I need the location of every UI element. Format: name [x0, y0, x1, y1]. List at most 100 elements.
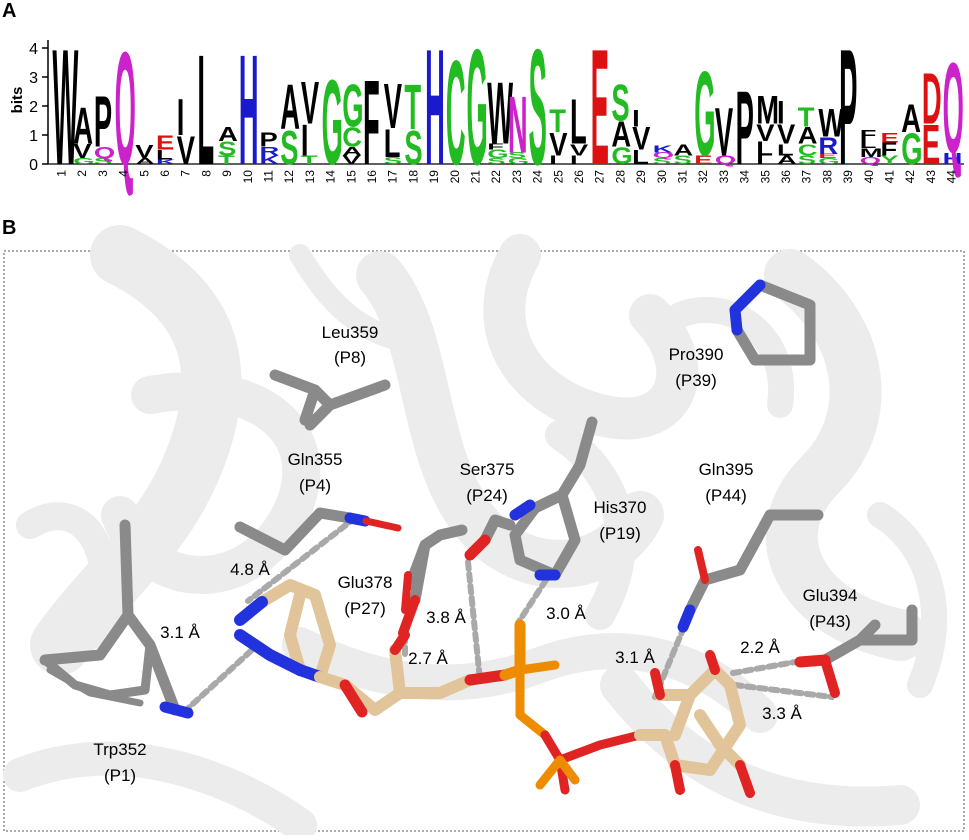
logo-letter: S — [94, 157, 112, 166]
logo-letter: I — [301, 116, 309, 165]
logo-letter: H — [425, 16, 445, 200]
panel-a-letter: A — [2, 0, 17, 22]
logo-letter: V — [301, 69, 319, 136]
x-tick-label: 6 — [158, 170, 172, 177]
x-tick-label: 37 — [800, 170, 814, 184]
logo-letter: A — [611, 114, 631, 155]
logo-letter: I — [777, 95, 785, 131]
logo-letter: T — [218, 154, 235, 167]
logo-letter: V — [632, 121, 650, 157]
x-tick-label: 22 — [489, 170, 503, 184]
x-tick-label: 39 — [841, 170, 855, 184]
logo-letter: P — [94, 80, 112, 162]
logo-letter: V — [570, 141, 588, 159]
label-gln395-pos: (P44) — [705, 486, 747, 505]
logo-letter: A — [218, 123, 238, 146]
logo-letter: G — [342, 72, 363, 139]
x-tick-label: 14 — [324, 170, 338, 184]
hbond-glu394-sugar-b — [732, 682, 835, 700]
logo-letter: L — [197, 22, 214, 198]
logo-letter: V — [177, 129, 195, 173]
x-tick-label: 35 — [758, 170, 772, 184]
x-tick-label: 25 — [551, 170, 565, 184]
distance-labels: 4.8 Å 3.1 Å 3.8 Å 2.7 Å 3.0 Å 3.1 Å 2.2 … — [160, 560, 802, 723]
logo-letter: C — [798, 141, 818, 159]
x-tick-label: 5 — [137, 170, 151, 177]
logo-letter: M — [756, 88, 779, 132]
logo-letter: Q — [860, 155, 881, 166]
x-tick-label: 20 — [448, 170, 462, 184]
logo-letter: E — [922, 114, 940, 176]
x-tick-label: 13 — [303, 170, 317, 184]
logo-letter: Q — [94, 144, 115, 162]
distance-label-3-1-right: 3.1 Å — [615, 648, 655, 667]
x-tick-label: 43 — [924, 170, 938, 184]
hbond-ser375-phosphate — [465, 559, 483, 683]
x-tick-label: 17 — [386, 170, 400, 184]
x-tick-label: 26 — [572, 170, 586, 184]
y-tick-label: 4 — [29, 41, 38, 58]
logo-letter: G — [508, 157, 529, 166]
logo-letter: Y — [881, 154, 899, 167]
residue-leu359-sticks — [269, 369, 391, 431]
logo-letter: I — [756, 154, 764, 167]
label-ser375-name: Ser375 — [460, 460, 515, 479]
logo-letter: G — [73, 157, 94, 166]
logo-letter: T — [798, 101, 815, 132]
structure-figure: Leu359 (P8) Gln355 (P4) Ser375 (P24) His… — [3, 225, 965, 840]
x-tick-label: 40 — [862, 170, 876, 184]
logo-letter: V — [777, 118, 796, 149]
hbond-glu394-sugar-a — [730, 659, 798, 676]
logo-letter: V — [549, 127, 567, 163]
label-glu378-pos: (P27) — [344, 599, 386, 618]
x-tick-label: 18 — [406, 170, 420, 184]
logo-letter: T — [549, 104, 566, 140]
logo-letter: R — [260, 145, 280, 158]
logo-letter: V — [73, 141, 91, 164]
logo-letter: M — [860, 146, 883, 159]
logo-letter: T — [301, 154, 318, 167]
x-tick-label: 27 — [593, 170, 607, 184]
residue-pro390-sticks — [729, 279, 816, 366]
logo-letter: A — [901, 97, 921, 141]
logo-letter: I — [177, 87, 185, 146]
logo-letter: S — [611, 73, 629, 132]
logo-letter: S — [508, 151, 526, 160]
logo-letter: W — [487, 64, 513, 163]
logo-letter: T — [404, 72, 421, 144]
logo-letter: Q — [943, 36, 964, 180]
logo-letter: A — [777, 154, 797, 167]
logo-letter: L — [156, 147, 173, 163]
x-tick-label: 1 — [55, 170, 69, 177]
distance-label-3-3: 3.3 Å — [762, 704, 802, 723]
x-tick-label: 24 — [531, 170, 545, 184]
x-tick-label: 12 — [282, 170, 296, 184]
hbond-trp352-ligand — [181, 646, 256, 715]
logo-letter: V — [384, 70, 402, 142]
x-tick-label: 15 — [344, 170, 358, 184]
logo-letter: H — [943, 150, 963, 168]
label-leu359-pos: (P8) — [334, 348, 366, 367]
panel-b-letter: B — [2, 217, 17, 239]
x-tick-label: 4 — [117, 170, 131, 177]
logo-letter: F — [487, 143, 504, 152]
logo-letter: S — [674, 154, 692, 167]
logo-letter: V — [715, 95, 733, 171]
logo-letter: S — [218, 138, 236, 161]
y-axis-label: bits — [9, 87, 26, 114]
label-gln355-name: Gln355 — [288, 450, 343, 469]
x-tick-label: 36 — [779, 170, 793, 184]
logo-letter: D — [922, 57, 942, 139]
logo-letter: S — [529, 16, 547, 200]
logo-letter: C — [446, 29, 466, 196]
logo-letter: W — [818, 101, 844, 145]
x-tick-label: 7 — [179, 170, 193, 177]
logo-letter: K — [653, 144, 673, 155]
logo-letter: G — [611, 143, 632, 169]
x-tick-label: 30 — [655, 170, 669, 184]
